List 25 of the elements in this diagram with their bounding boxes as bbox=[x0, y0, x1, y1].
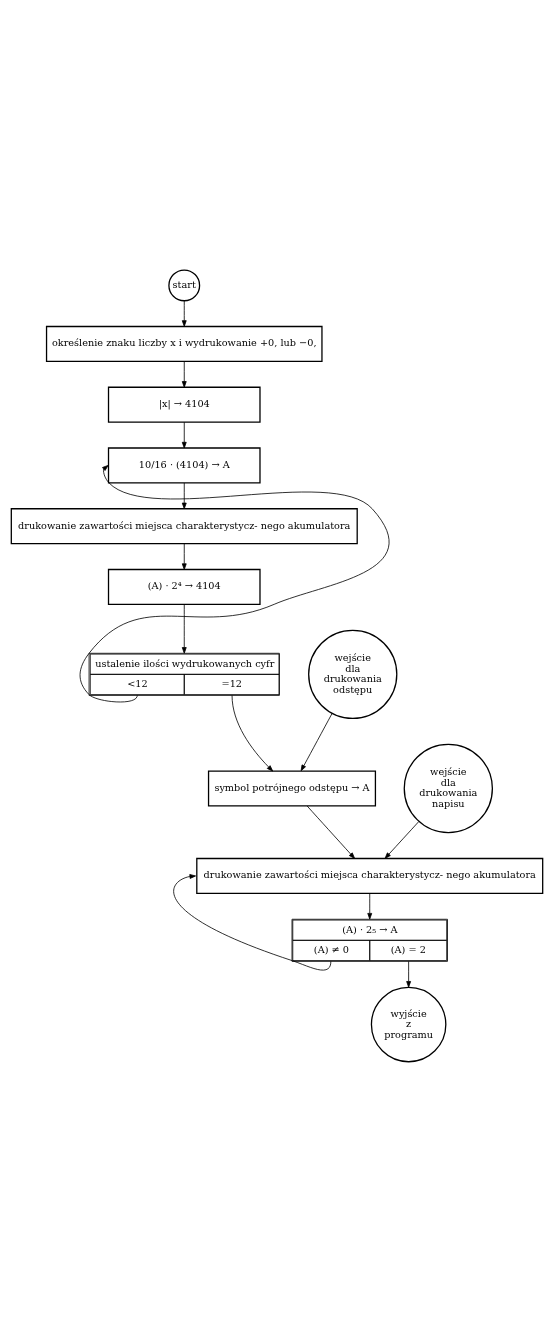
node-box: symbol potrójnego odstępu → A bbox=[207, 770, 377, 807]
arrow bbox=[181, 421, 187, 449]
arrow bbox=[79, 465, 389, 703]
arrow bbox=[306, 805, 355, 859]
arrow bbox=[181, 361, 187, 388]
node-box: (A) · 2⁴ → 4104 bbox=[107, 568, 261, 605]
node-circle: start bbox=[168, 269, 201, 302]
node-circle: wyjście z programu bbox=[370, 986, 447, 1063]
arrow bbox=[300, 713, 333, 772]
node-box: drukowanie zawartości miejsca charakterystycz- nego akumulatora bbox=[10, 508, 358, 545]
node-box: drukowanie zawartości miejsca charakterystycz- nego akumulatora bbox=[196, 857, 544, 894]
arrow bbox=[367, 893, 373, 920]
arrow bbox=[384, 821, 420, 859]
node-box: |x| → 4104 bbox=[107, 386, 261, 423]
arrow bbox=[173, 874, 332, 971]
arrow bbox=[406, 960, 411, 988]
arrow bbox=[181, 482, 187, 510]
arrow bbox=[181, 543, 187, 570]
arrow bbox=[181, 300, 187, 327]
arrow bbox=[231, 695, 274, 772]
node-circle: wejście dla drukowania napisu bbox=[403, 743, 494, 834]
node-circle: wejście dla drukowania odstępu bbox=[308, 629, 398, 720]
node-box: 10/16 · (4104) → A bbox=[107, 447, 261, 484]
arrow bbox=[181, 604, 187, 654]
node-box: określenie znaku liczby x i wydrukowanie +0, lub −0, bbox=[45, 325, 323, 362]
